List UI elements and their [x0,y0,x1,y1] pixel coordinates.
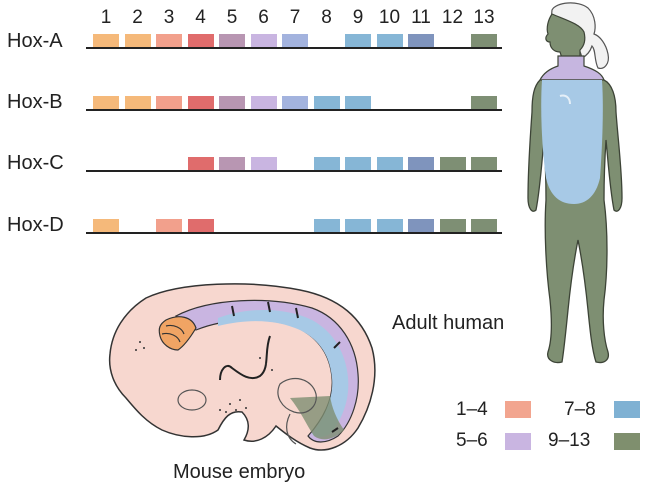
gene-block-hox-a-7 [282,34,308,47]
gene-number-10: 10 [378,7,401,28]
gene-block-hox-c-12 [439,157,466,170]
gene-block-hox-c-4 [187,157,214,170]
gene-block-hox-a-3 [156,34,182,47]
gene-block-hox-c-9 [345,157,371,170]
gene-block-hox-b-8 [313,96,340,109]
gene-block-hox-d-3 [156,219,182,232]
gene-block-hox-d-10 [376,219,403,232]
gene-number-9: 9 [352,7,364,28]
gene-block-hox-d-13 [471,219,497,232]
gene-block-hox-a-2 [124,34,151,47]
neural-tube-green [290,396,344,440]
gene-block-hox-d-8 [313,219,340,232]
mouse-embryo-label: Mouse embryo [173,461,306,483]
gene-number-2: 2 [132,7,143,28]
gene-block-hox-b-6 [250,96,277,109]
gene-block-hox-b-13 [471,96,497,109]
gene-block-hox-a-4 [187,34,214,47]
gene-number-7: 7 [289,7,301,28]
legend-label-5-6: 5–6 [456,430,488,451]
embryo-dots [135,341,273,413]
gene-block-hox-d-12 [439,219,466,232]
gene-number-12: 12 [441,7,464,28]
gene-number-11: 11 [411,7,431,28]
gene-number-3: 3 [163,7,175,28]
gene-number-6: 6 [258,7,269,28]
gene-block-hox-a-13 [471,34,497,47]
head-shape [545,13,586,59]
gene-block-hox-b-1 [93,96,119,109]
gene-block-hox-c-13 [471,157,497,170]
cluster-label-hox-b: Hox-B [7,91,63,113]
cluster-label-hox-c: Hox-C [7,152,64,174]
gene-block-hox-c-8 [313,157,340,170]
gene-block-hox-d-9 [345,219,371,232]
gene-block-hox-c-11 [408,157,434,170]
gene-number-8: 8 [321,7,332,28]
gene-block-hox-b-5 [219,96,245,109]
legend-swatch-9-13 [614,433,640,450]
gene-block-hox-a-5 [219,34,245,47]
gene-block-hox-d-1 [93,219,119,232]
adult-human-label: Adult human [392,312,505,334]
mouse-embryo-figure [108,283,376,451]
gene-block-hox-d-11 [408,219,434,232]
gene-block-hox-b-3 [156,96,182,109]
legend-swatch-7-8 [614,401,640,418]
gene-number-5: 5 [226,7,238,28]
gene-block-hox-a-6 [250,34,277,47]
gene-block-hox-b-9 [345,96,371,109]
gene-block-hox-d-4 [187,219,214,232]
gene-number-1: 1 [100,7,112,28]
gene-number-13: 13 [473,7,495,28]
legend-label-1-4: 1–4 [456,399,488,420]
gene-block-hox-b-7 [282,96,308,109]
torso-region [541,80,603,204]
neck-region [539,55,605,81]
gene-block-hox-c-5 [219,157,245,170]
cluster-line-hox-d [86,232,502,234]
legend-swatch-5-6 [505,433,531,450]
cluster-label-hox-d: Hox-D [7,214,64,236]
legend-label-9-13: 9–13 [548,430,591,451]
cluster-line-hox-b [86,109,502,111]
adult-human-figure [527,2,623,364]
gene-block-hox-c-6 [250,157,277,170]
cluster-line-hox-c [86,170,502,172]
gene-number-4: 4 [195,7,206,28]
gene-block-hox-b-4 [187,96,214,109]
cluster-line-hox-a [86,47,502,49]
legend-label-7-8: 7–8 [564,399,596,420]
cluster-label-hox-a: Hox-A [7,30,63,52]
gene-block-hox-b-2 [124,96,151,109]
gene-block-hox-c-10 [376,157,403,170]
gene-block-hox-a-10 [376,34,403,47]
legend-swatch-1-4 [505,401,531,418]
gene-block-hox-a-11 [408,34,434,47]
gene-block-hox-a-1 [93,34,119,47]
gene-block-hox-a-9 [345,34,371,47]
